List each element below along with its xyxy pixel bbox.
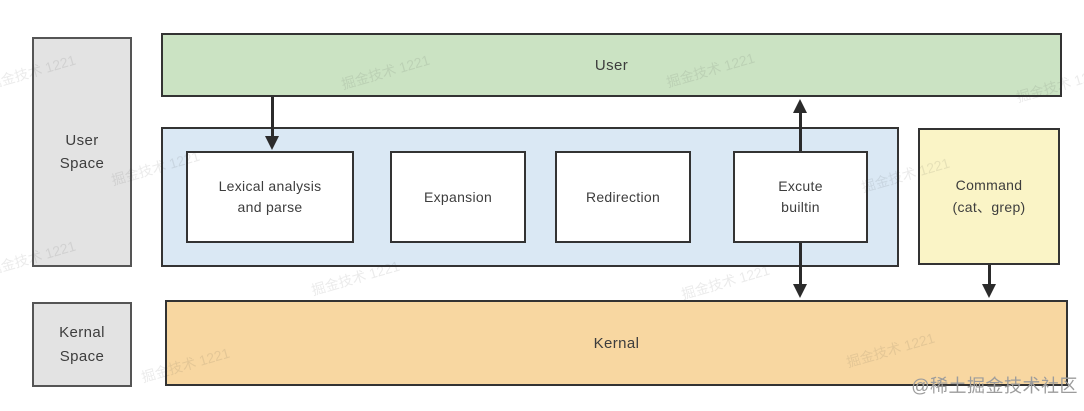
stage-lexical-analysis: Lexical analysis and parse	[186, 151, 354, 243]
user-node-label: User	[594, 56, 629, 74]
user-node: User	[161, 33, 1062, 97]
arrow-user-to-lexical-head-icon	[265, 136, 279, 150]
arrow-command-to-kernel-line	[988, 265, 991, 286]
command-node-line1: Command	[955, 176, 1023, 193]
stage-lexical-analysis-line1: Lexical analysis	[218, 178, 322, 194]
kernel-space-box: Kernal Space	[32, 302, 132, 387]
stage-expansion-label: Expansion	[423, 188, 493, 205]
arrow-user-to-lexical-line	[271, 97, 274, 137]
stage-execute-builtin: Excute builtin	[733, 151, 868, 243]
stage-expansion: Expansion	[390, 151, 526, 243]
arrow-builtin-to-user-head-icon	[793, 99, 807, 113]
kernel-space-label-line1: Kernal	[59, 324, 105, 342]
kernel-node-label: Kernal	[593, 334, 640, 352]
user-space-box: User Space	[32, 37, 132, 267]
arrow-builtin-to-user-line	[799, 112, 802, 151]
user-space-label-line1: User	[65, 131, 99, 149]
stage-redirection-label: Redirection	[585, 188, 661, 205]
juejin-watermark: @稀土掘金技术社区	[911, 376, 1078, 396]
kernel-node: Kernal	[165, 300, 1068, 386]
stage-redirection: Redirection	[555, 151, 691, 243]
user-space-label-line2: Space	[59, 155, 105, 172]
command-node: Command (cat、grep)	[918, 128, 1060, 265]
stage-execute-builtin-line1: Excute	[778, 178, 823, 194]
stage-lexical-analysis-line2: and parse	[237, 199, 303, 215]
kernel-space-label-line2: Space	[59, 347, 105, 365]
arrow-command-to-kernel-head-icon	[982, 284, 996, 298]
arrow-builtin-to-kernel-line	[799, 243, 802, 285]
stage-execute-builtin-line2: builtin	[781, 199, 820, 215]
arrow-builtin-to-kernel-head-icon	[793, 284, 807, 298]
command-node-line2: (cat、grep)	[952, 198, 1026, 215]
